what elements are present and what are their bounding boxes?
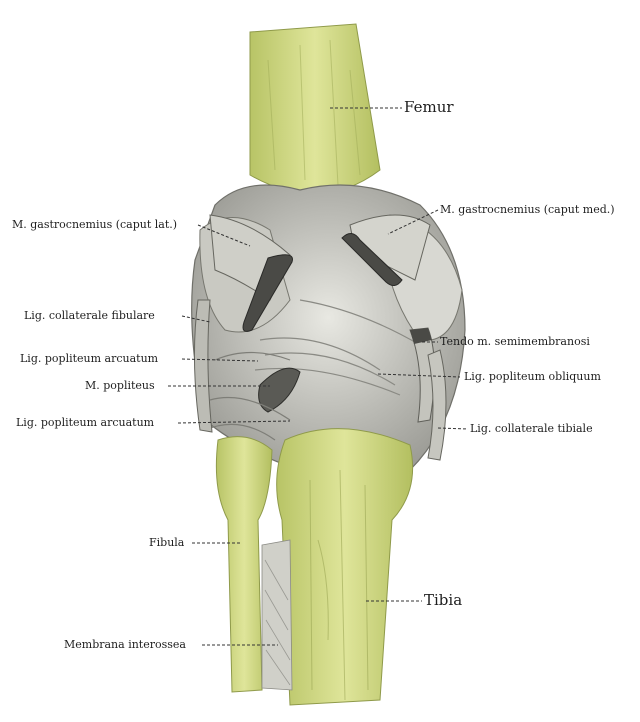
- femur-texture: [267, 39, 361, 186]
- tibia-texture: [309, 469, 369, 701]
- gastrocnemius-medial-cut: [341, 233, 403, 286]
- label-gastrocnemius-lateral: M. gastrocnemius (caput lat.): [12, 218, 178, 231]
- fibular-collateral-ligament: [193, 299, 213, 433]
- label-tendo-semimembranosi: Tendo m. semimembranosi: [440, 335, 590, 348]
- fibula: [215, 436, 273, 693]
- label-popliteum-obliquum: Lig. popliteum obliquum: [464, 370, 601, 383]
- label-fibula: Fibula: [149, 536, 185, 549]
- semimembranosus-tendon: [409, 327, 435, 423]
- interosseous-membrane: [261, 539, 293, 691]
- tibial-collateral-ligament: [427, 349, 447, 461]
- popliteus-window: [258, 367, 301, 413]
- label-membrana-interossea: Membrana interossea: [64, 638, 186, 651]
- label-collateral-tibiale: Lig. collaterale tibiale: [470, 422, 593, 435]
- label-popliteum-arcuatum-lower: Lig. popliteum arcuatum: [16, 416, 155, 429]
- label-femur: Femur: [404, 98, 454, 116]
- gastrocnemius-lateral-cut: [242, 254, 293, 332]
- femur-shaft: [249, 23, 381, 195]
- tibia: [276, 428, 414, 706]
- label-popliteum-arcuatum-upper: Lig. popliteum arcuatum: [20, 352, 159, 365]
- label-collateral-fibulare: Lig. collaterale fibulare: [24, 309, 155, 322]
- oblique-ligament-fibers: [254, 299, 421, 396]
- semimembranosus-cut: [410, 328, 432, 344]
- leader-lines: [168, 107, 469, 646]
- label-m-popliteus: M. popliteus: [85, 379, 155, 392]
- label-tibia: Tibia: [424, 591, 463, 609]
- label-gastrocnemius-medial: M. gastrocnemius (caput med.): [440, 203, 615, 216]
- membrane-fibers: [264, 559, 291, 686]
